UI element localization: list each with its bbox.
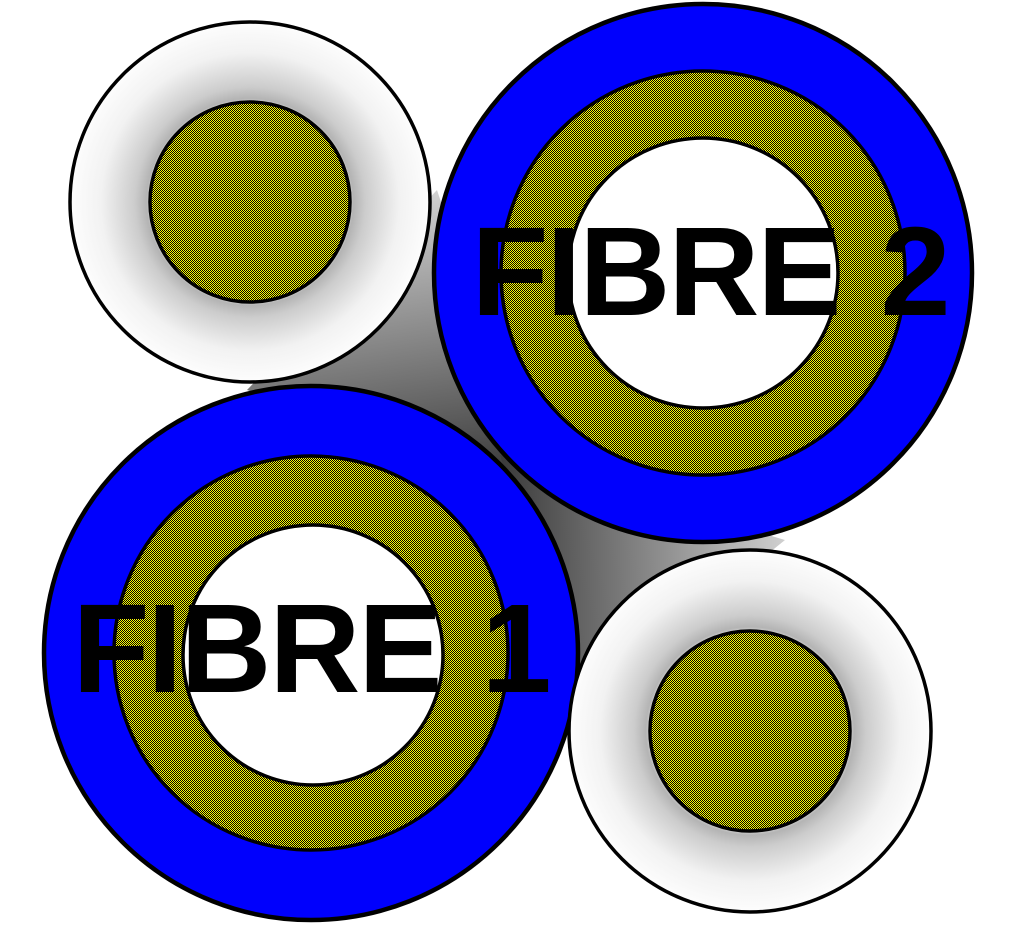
fibre-1-label: FIBRE 1 (72, 578, 549, 719)
fibre-1-core-face (181, 523, 445, 787)
fibre-1 (41, 383, 581, 923)
fibre-2 (431, 1, 975, 545)
fibre-2-core-face (566, 136, 840, 410)
fibre-bottom-right (567, 548, 933, 914)
fibre-top-left-core (148, 100, 352, 304)
fibre-2-label: FIBRE 2 (471, 201, 948, 342)
fibre-top-left (68, 20, 432, 384)
fibre-bottom-right-core (648, 629, 852, 833)
